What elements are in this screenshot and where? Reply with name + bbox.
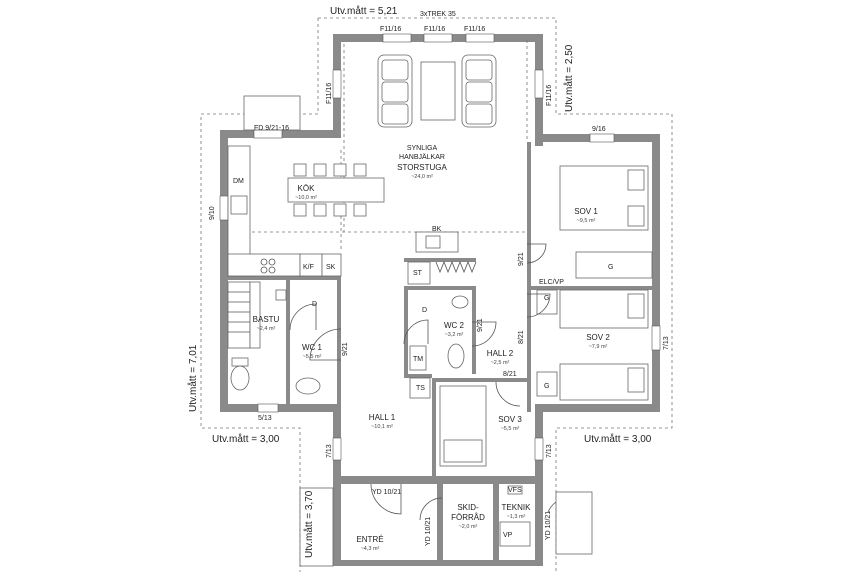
area-hall2: ~2,5 m² xyxy=(491,360,510,366)
area-hall1: ~10,1 m² xyxy=(371,424,393,430)
area-wc2: ~3,2 m² xyxy=(445,332,464,338)
dim-top: Utv.mått = 5,21 xyxy=(330,5,398,17)
area-sov2: ~7,9 m² xyxy=(589,344,608,350)
sanitary xyxy=(230,295,469,399)
label-st: ST xyxy=(413,270,423,277)
room-sov3: SOV 3 xyxy=(498,415,522,424)
window-fd: FD 9/21-16 xyxy=(254,125,289,132)
bk-bench xyxy=(407,231,477,285)
dim-left-bottom: Utv.mått = 3,00 xyxy=(212,433,280,445)
label-ts: TS xyxy=(416,385,425,392)
label-tm: TM xyxy=(413,356,423,363)
label-elc: ELC/VP xyxy=(539,279,564,286)
bed-sov2 xyxy=(536,289,649,401)
door-921-sov1: 9/21 xyxy=(518,252,525,266)
room-sov1: SOV 1 xyxy=(574,207,598,216)
window-openings xyxy=(219,33,661,461)
sauna-benches xyxy=(227,281,287,349)
window-f3: F11/16 xyxy=(464,26,485,33)
room-bastu: BASTU xyxy=(253,315,280,324)
window-f1: F11/16 xyxy=(380,26,401,33)
beams-note-1: SYNLIGA xyxy=(407,145,438,152)
door-921-wc2: 9/21 xyxy=(477,318,484,332)
label-dm: DM xyxy=(233,178,244,185)
label-g-sov2a: G xyxy=(544,295,549,302)
room-storstuga: STORSTUGA xyxy=(397,163,447,172)
room-wc1: WC 1 xyxy=(302,343,323,352)
dining-table xyxy=(287,163,385,217)
room-hall2: HALL 2 xyxy=(487,349,514,358)
area-entre: ~4,3 m² xyxy=(361,546,380,552)
dim-right-bottom: Utv.mått = 3,00 xyxy=(584,433,652,445)
label-vp: VP xyxy=(503,532,513,539)
beams-note-2: HANBJÄLKAR xyxy=(399,153,445,161)
room-sov2: SOV 2 xyxy=(586,333,610,342)
label-g-sov1: G xyxy=(608,264,613,271)
area-sov3: ~5,5 m² xyxy=(501,426,520,432)
room-entre: ENTRÉ xyxy=(356,535,383,544)
teknik-equipment xyxy=(499,485,531,547)
area-wc1: ~5,5 m² xyxy=(303,354,322,360)
door-821-sov3: 8/21 xyxy=(503,371,517,378)
window-513: 5/13 xyxy=(258,415,272,422)
door-yd-teknik: YD 10/21 xyxy=(545,511,552,540)
label-vfs: VFS xyxy=(508,487,522,494)
bunk-sov3 xyxy=(439,385,487,467)
room-kok: KÖK xyxy=(298,184,316,193)
room-skidforrad-1: SKID- xyxy=(457,503,479,512)
room-hall1: HALL 1 xyxy=(369,413,396,422)
kitchen-counter xyxy=(227,145,342,277)
area-teknik: ~1,3 m² xyxy=(507,514,526,520)
dim-trek: 3xTREK 35 xyxy=(420,11,456,18)
label-d-bastu: D xyxy=(312,301,317,308)
door-yd-skid: YD 10/21 xyxy=(425,517,432,546)
door-yd-entre: YD 10/21 xyxy=(372,489,401,496)
room-teknik: TEKNIK xyxy=(502,503,532,512)
area-kok: ~10,0 m² xyxy=(295,195,317,201)
bed-sov1 xyxy=(559,165,653,279)
area-bastu: ~2,4 m² xyxy=(257,326,276,332)
area-sov1: ~9,5 m² xyxy=(577,218,596,224)
living-furniture xyxy=(377,54,497,128)
label-kf: K/F xyxy=(303,264,314,271)
area-storstuga: ~24,0 m² xyxy=(411,174,433,180)
door-821-sov2: 8/21 xyxy=(518,330,525,344)
label-g-sov2b: G xyxy=(544,383,549,390)
label-bk: BK xyxy=(432,226,442,233)
window-916: 9/16 xyxy=(592,126,606,133)
room-wc2: WC 2 xyxy=(444,321,465,330)
room-skidforrad-2: FÖRRÅD xyxy=(451,513,485,522)
window-left: F11/16 xyxy=(326,83,333,104)
dim-top-right: Utv.mått = 2,50 xyxy=(563,44,575,112)
label-sk: SK xyxy=(326,264,336,271)
window-910: 9/10 xyxy=(209,206,216,220)
window-right: F11/16 xyxy=(546,85,553,106)
eave-outline xyxy=(200,17,673,572)
area-skidforrad: ~2,0 m² xyxy=(459,524,478,530)
dim-bottom-left: Utv.mått = 3,70 xyxy=(303,490,315,558)
window-713-left: 7/13 xyxy=(326,444,333,458)
window-f2: F11/16 xyxy=(424,26,445,33)
window-713-mid: 7/13 xyxy=(546,444,553,458)
label-d-wc2: D xyxy=(422,307,427,314)
window-713-right: 7/13 xyxy=(663,336,670,350)
exterior-steps xyxy=(243,95,593,567)
dim-left: Utv.mått = 7,01 xyxy=(187,344,199,412)
door-921-wc1: 9/21 xyxy=(342,342,349,356)
